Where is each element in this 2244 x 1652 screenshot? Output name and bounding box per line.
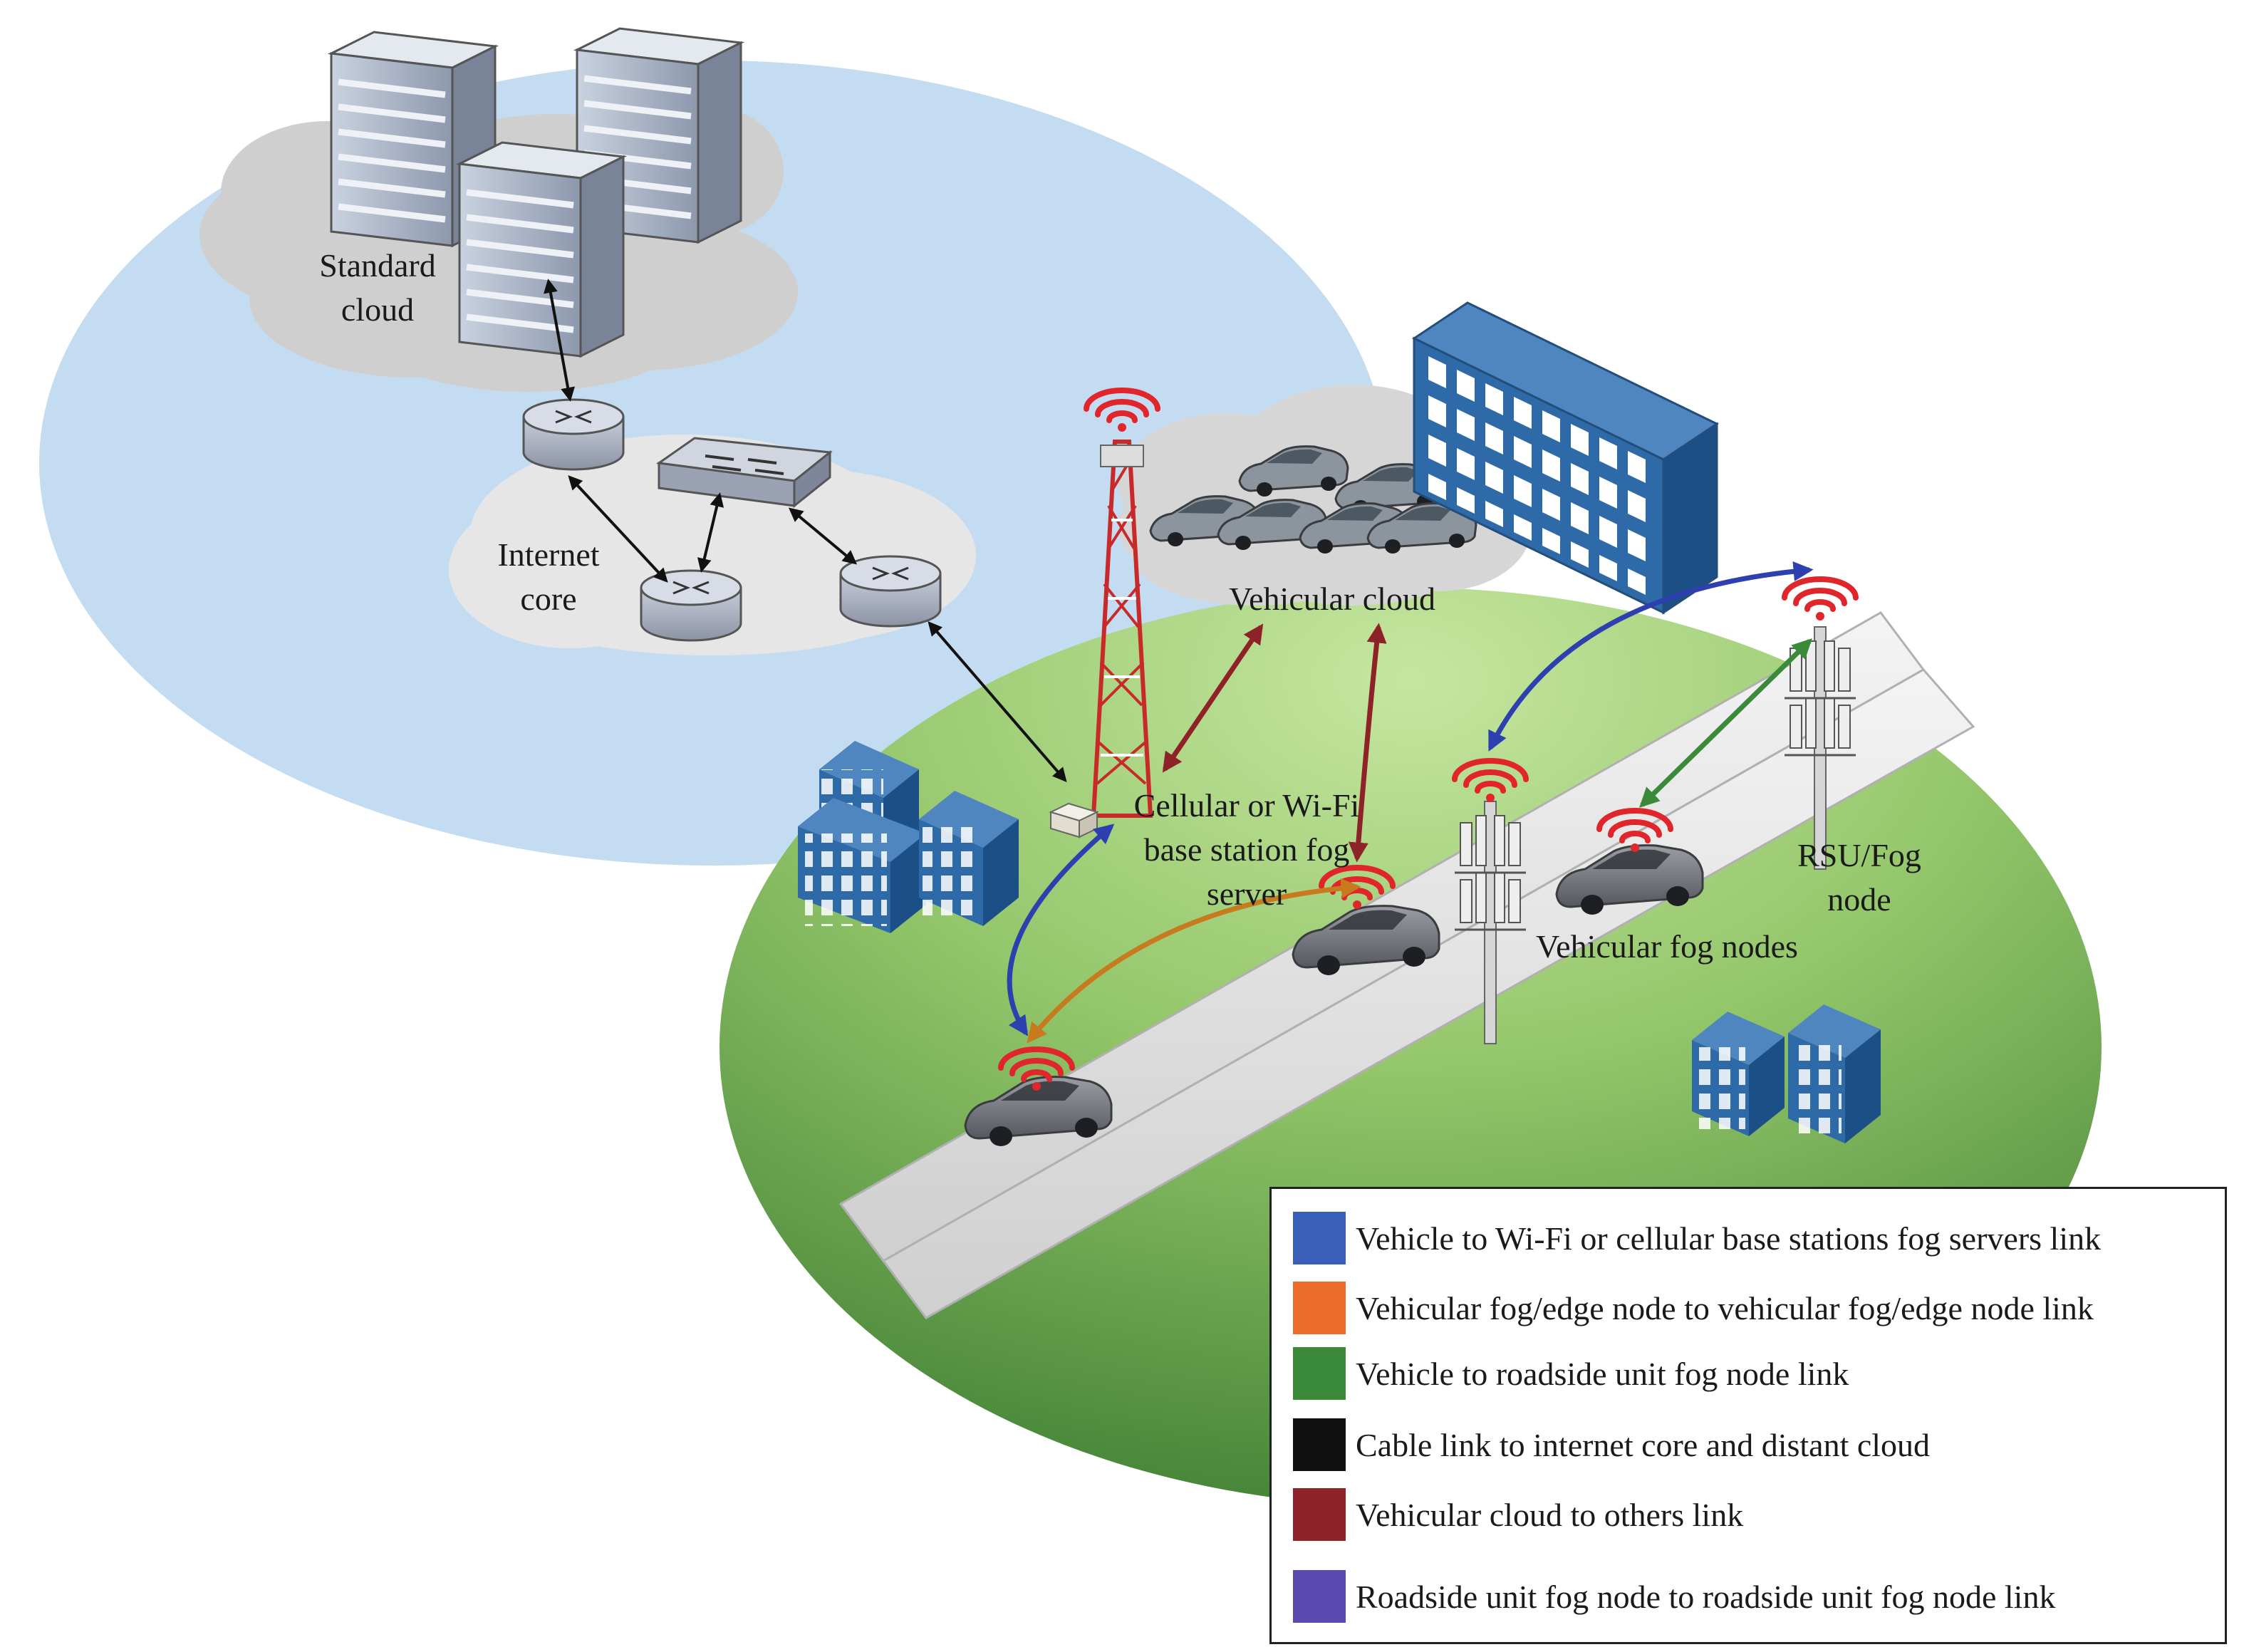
router-icon xyxy=(522,398,625,471)
vehicular-cloud-label: Vehicular cloud xyxy=(1229,581,1435,617)
legend-item: Vehicle to roadside unit fog node link xyxy=(1293,1347,1849,1400)
cell-tower-icon xyxy=(1091,440,1153,818)
cable-link xyxy=(788,507,858,565)
legend-text: Vehicle to Wi-Fi or cellular base statio… xyxy=(1356,1220,2102,1257)
legend: Vehicle to Wi-Fi or cellular base statio… xyxy=(1269,1187,2227,1644)
building-icon xyxy=(1788,1004,1881,1143)
legend-item: Vehicular fog/edge node to vehicular fog… xyxy=(1293,1282,2094,1334)
legend-text: Vehicle to roadside unit fog node link xyxy=(1356,1355,1849,1392)
server-icon xyxy=(459,142,623,356)
internet-core-label: Internet core xyxy=(497,536,600,617)
building-icon xyxy=(1692,1012,1785,1136)
legend-swatch xyxy=(1293,1488,1346,1541)
vehicle-to-base-station-link xyxy=(1007,824,1115,1037)
legend-swatch xyxy=(1293,1418,1346,1471)
rsu-to-rsu-link xyxy=(1487,561,1814,752)
legend-swatch xyxy=(1293,1570,1346,1623)
standard-cloud-label: Standard cloud xyxy=(319,247,436,328)
vehicle-to-vehicle-link xyxy=(1027,878,1361,1044)
legend-swatch xyxy=(1293,1347,1346,1400)
router-icon xyxy=(640,569,742,642)
legend-item: Vehicle to Wi-Fi or cellular base statio… xyxy=(1293,1212,2101,1264)
legend-text: Vehicular cloud to others link xyxy=(1356,1496,1744,1533)
legend-swatch xyxy=(1293,1282,1346,1334)
legend-item: Vehicular cloud to others link xyxy=(1293,1488,1743,1541)
legend-swatch xyxy=(1293,1212,1346,1264)
vehicular-cloud-link xyxy=(1162,623,1264,773)
vehicular-cloud-link xyxy=(1348,623,1387,863)
vehicular-fog-nodes-label: Vehicular fog nodes xyxy=(1536,928,1798,965)
building-icon xyxy=(798,798,926,933)
legend-text: Cable link to internet core and distant … xyxy=(1356,1426,1931,1463)
cable-link xyxy=(928,620,1067,783)
cable-link xyxy=(697,492,724,573)
router-icon xyxy=(839,555,942,628)
legend-text: Vehicular fog/edge node to vehicular fog… xyxy=(1356,1289,2094,1326)
cable-link xyxy=(544,279,575,402)
legend-item: Roadside unit fog node to roadside unit … xyxy=(1293,1570,2055,1623)
base-station-label: Cellular or Wi-Fi base station fog serve… xyxy=(1133,787,1360,912)
wifi-signal-icon xyxy=(1785,579,1856,620)
cable-link xyxy=(568,475,668,583)
switch-icon xyxy=(655,437,833,509)
legend-item: Cable link to internet core and distant … xyxy=(1293,1418,1930,1471)
legend-text: Roadside unit fog node to roadside unit … xyxy=(1356,1578,2056,1615)
rsu-fog-node-label: RSU/Fog node xyxy=(1797,837,1921,918)
